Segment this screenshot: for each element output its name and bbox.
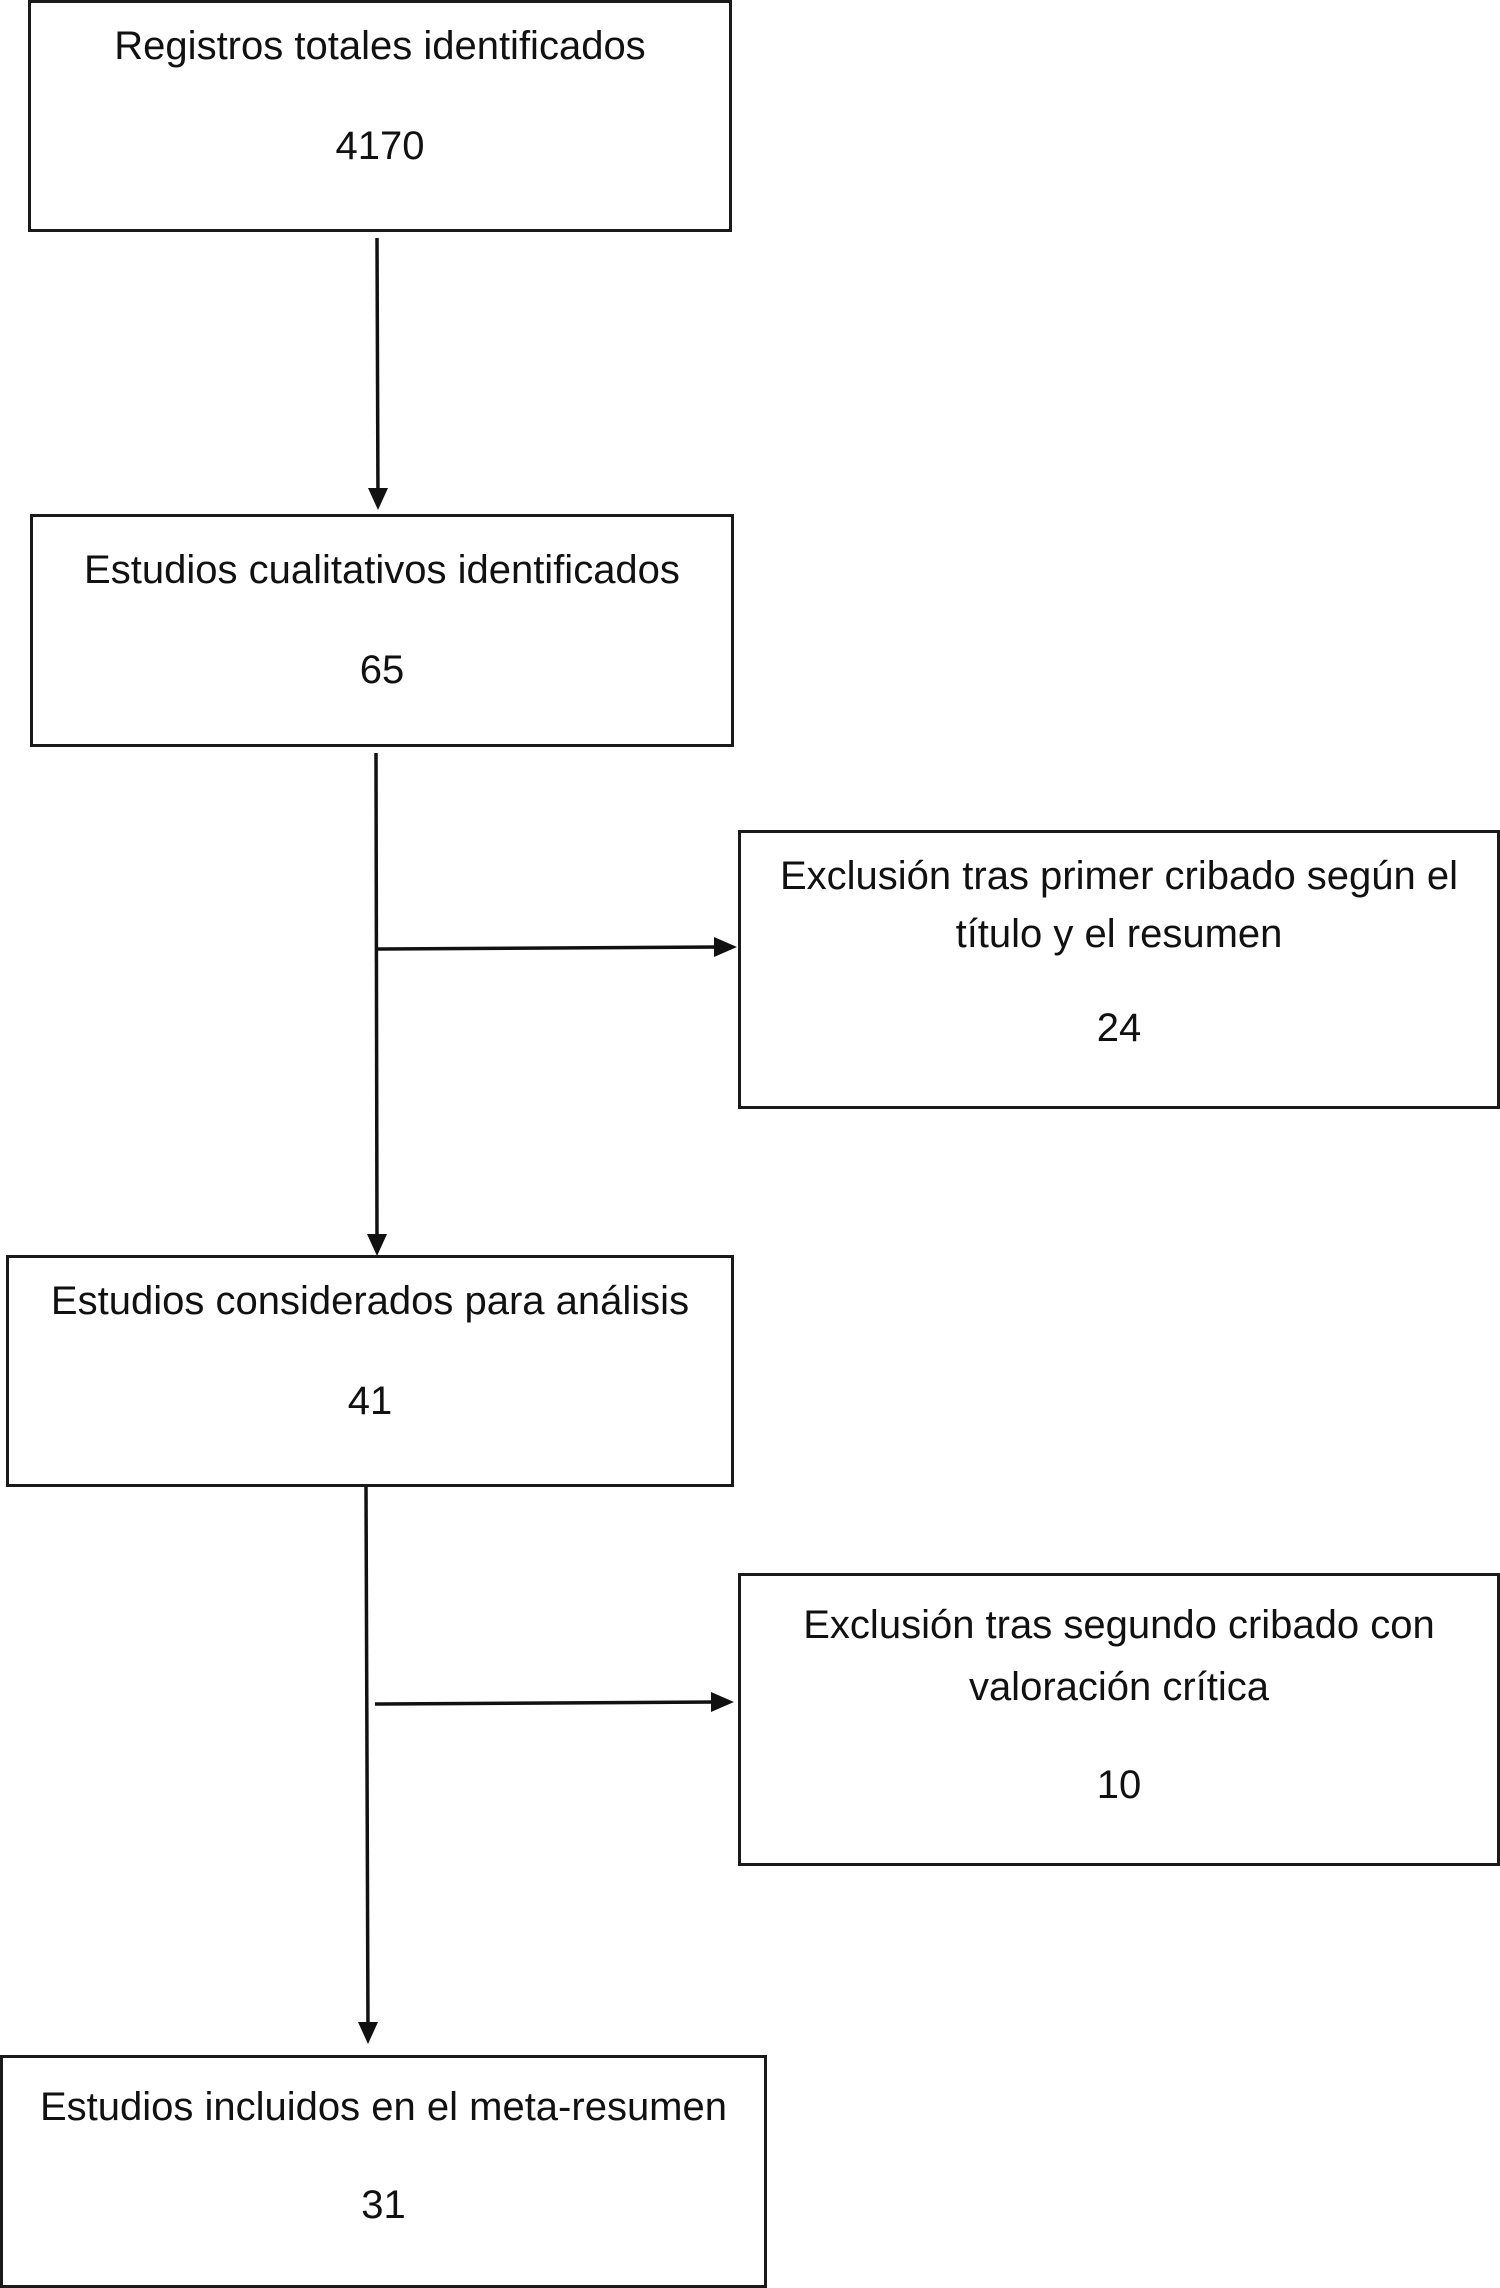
- box-first-exclusion: Exclusión tras primer cribado según el t…: [738, 830, 1500, 1109]
- box-first-exclusion-label: Exclusión tras primer cribado según el t…: [779, 854, 1459, 956]
- box-total-records: Registros totales identificados 4170: [28, 0, 732, 232]
- box-second-exclusion-label: Exclusión tras segundo cribado con valor…: [803, 1603, 1435, 1709]
- arrow-total-to-qualitative: [375, 237, 380, 505]
- box-second-exclusion-count: 10: [1096, 1763, 1142, 1807]
- arrow-qualitative-to-considered: [374, 752, 379, 1246]
- box-qualitative-studies-count: 65: [359, 648, 405, 692]
- box-total-records-count: 4170: [335, 124, 425, 168]
- box-considered-for-analysis-label: Estudios considerados para análisis: [50, 1279, 690, 1323]
- box-included-meta-summary: Estudios incluidos en el meta-resumen 31: [0, 2055, 767, 2288]
- arrowhead-second-exclusion: [711, 1692, 734, 1712]
- box-considered-for-analysis: Estudios considerados para análisis 41: [6, 1255, 734, 1487]
- box-included-meta-summary-label: Estudios incluidos en el meta-resumen: [39, 2085, 727, 2129]
- box-first-exclusion-count: 24: [1096, 1006, 1142, 1050]
- box-total-records-label: Registros totales identificados: [114, 24, 646, 68]
- arrowhead-first-exclusion: [714, 937, 737, 957]
- arrow-branch-first-exclusion: [376, 945, 721, 951]
- box-qualitative-studies: Estudios cualitativos identificados 65: [30, 514, 734, 747]
- arrow-considered-to-included: [364, 1486, 370, 2034]
- arrowhead-considered: [367, 1234, 387, 1256]
- box-qualitative-studies-label: Estudios cualitativos identificados: [84, 548, 680, 592]
- arrowhead-qualitative: [368, 488, 388, 510]
- box-considered-for-analysis-count: 41: [347, 1379, 393, 1423]
- box-second-exclusion: Exclusión tras segundo cribado con valor…: [738, 1573, 1500, 1866]
- arrowhead-included: [358, 2022, 378, 2044]
- arrow-branch-second-exclusion: [374, 1700, 717, 1706]
- box-included-meta-summary-count: 31: [361, 2183, 406, 2227]
